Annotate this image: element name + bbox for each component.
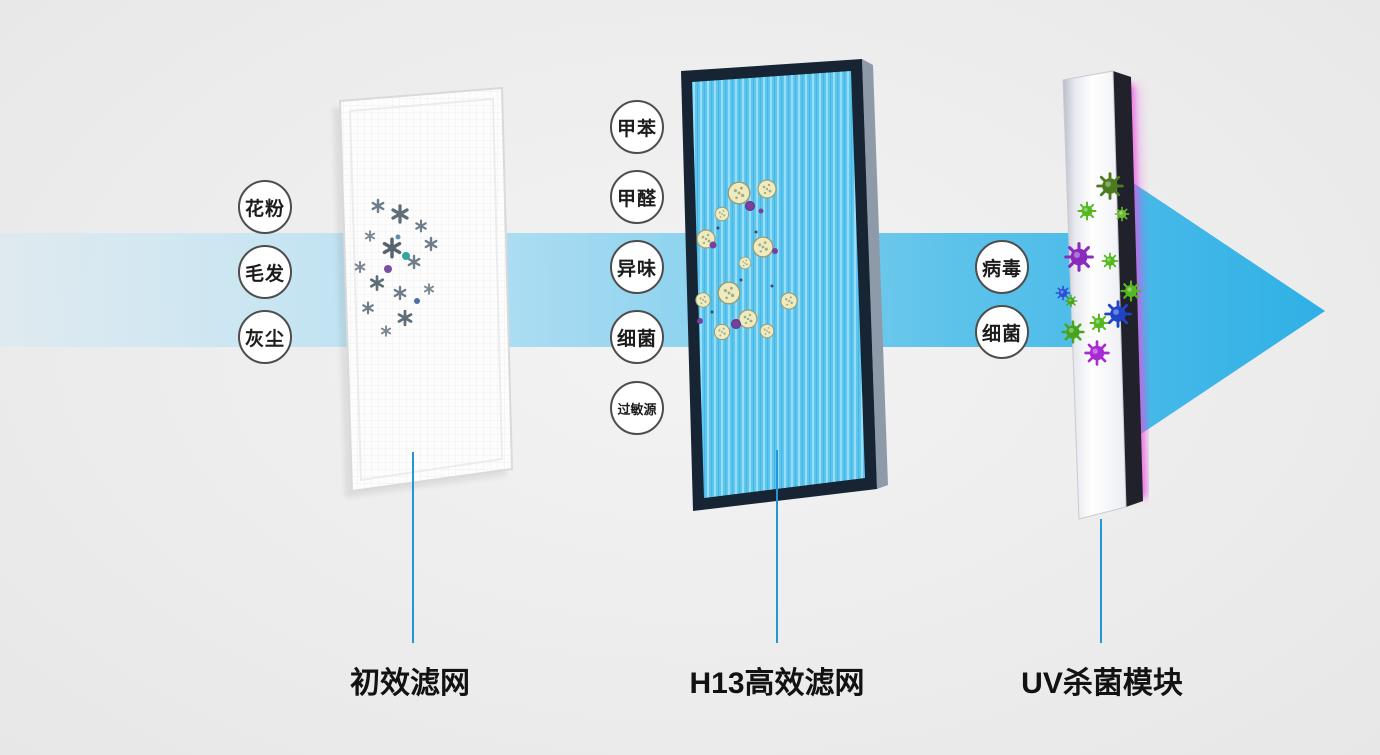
dust-particles bbox=[354, 198, 438, 337]
input-badge-bacteria-2: 细菌 bbox=[975, 305, 1029, 359]
input-badge-allergen: 过敏源 bbox=[610, 381, 664, 435]
input-badge-bacteria: 细菌 bbox=[610, 310, 664, 364]
input-badge-dust: 灰尘 bbox=[238, 310, 292, 364]
input-badge-virus: 病毒 bbox=[975, 240, 1029, 294]
stage-label-primary-filter: 初效滤网 bbox=[350, 667, 470, 700]
primary-filter-panel bbox=[333, 86, 514, 498]
input-badge-odor: 异味 bbox=[610, 240, 664, 294]
pollen-particles bbox=[695, 179, 798, 341]
input-badge-pollen: 花粉 bbox=[238, 180, 292, 234]
hepa-filter-panel bbox=[681, 59, 888, 511]
stage-label-hepa-filter: H13高效滤网 bbox=[689, 667, 865, 700]
airflow-arrow-icon bbox=[0, 156, 1325, 466]
input-badge-hair: 毛发 bbox=[238, 245, 292, 299]
leader-lines bbox=[412, 450, 1102, 643]
input-badge-toluene: 甲苯 bbox=[610, 100, 664, 154]
input-badge-formaldehyde: 甲醛 bbox=[610, 170, 664, 224]
stage-label-uv-module: UV杀菌模块 bbox=[1021, 667, 1183, 700]
